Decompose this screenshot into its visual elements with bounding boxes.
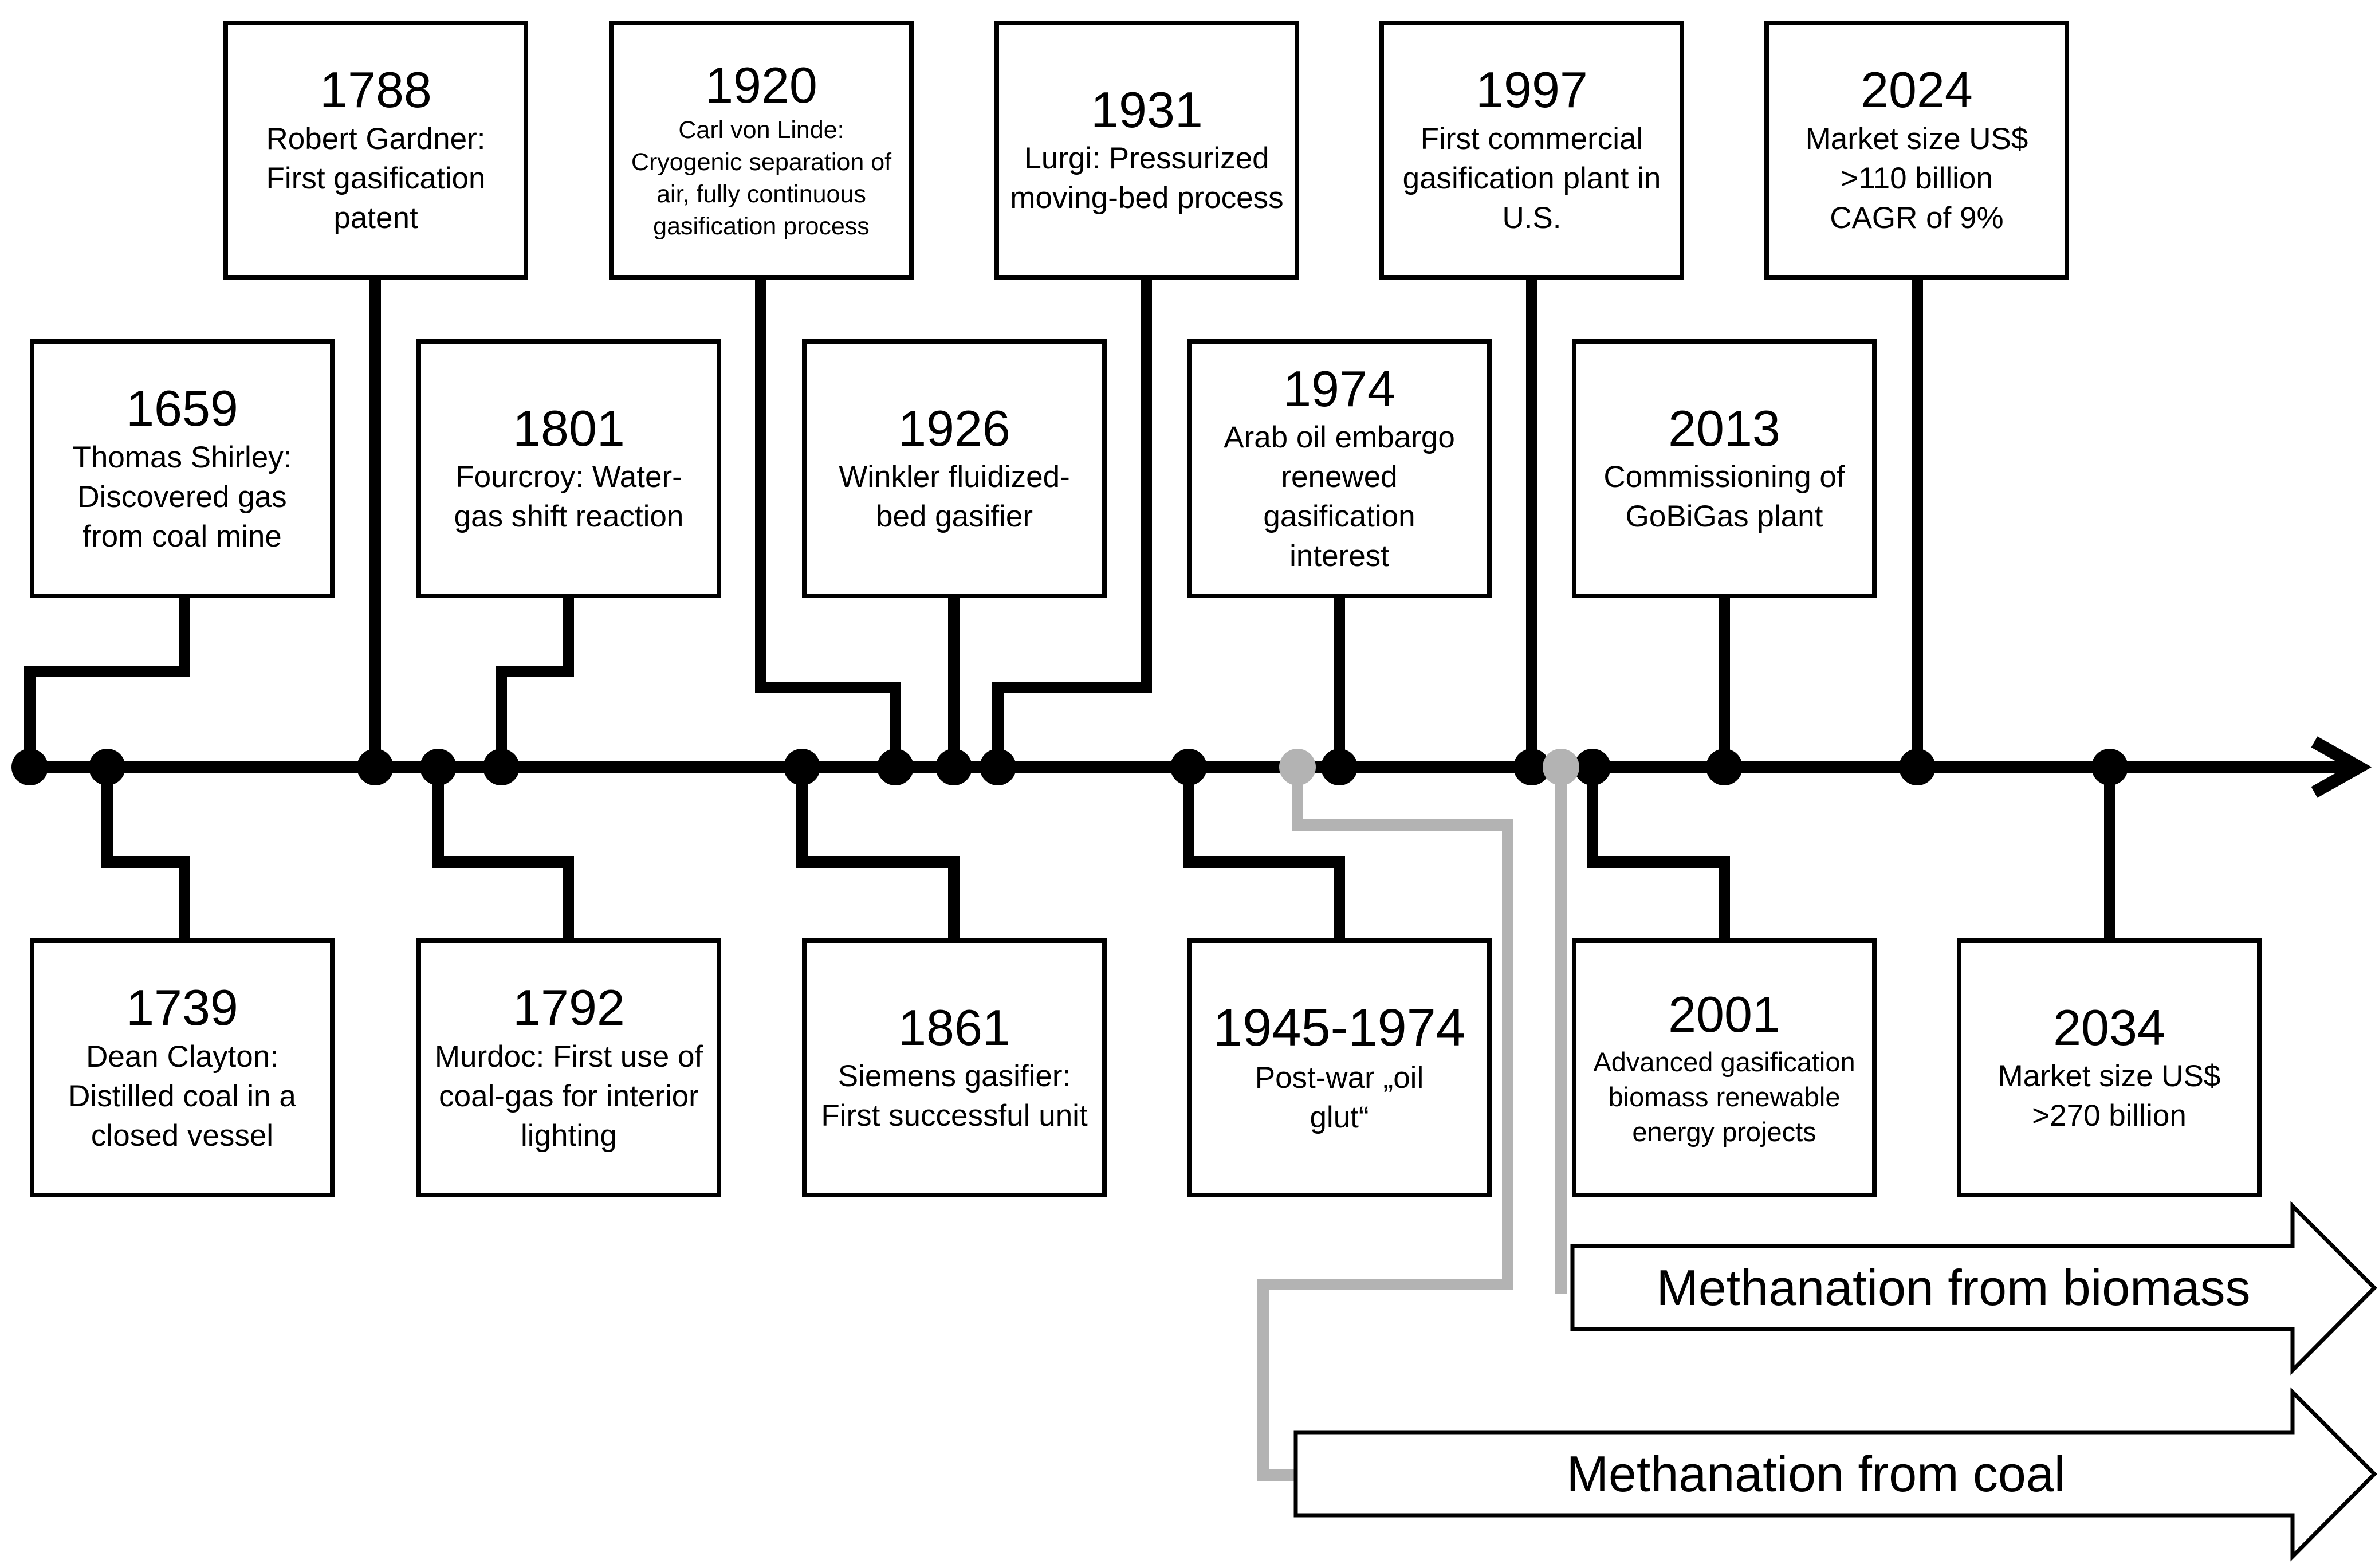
dot-1659 [11, 749, 48, 785]
event-year: 1997 [1476, 61, 1588, 119]
event-2024: 2024 Market size US$ >110 billion CAGR o… [1764, 21, 2069, 280]
event-1788: 1788 Robert Gardner: First gasification … [223, 21, 528, 280]
dot-2024 [1899, 749, 1936, 785]
event-year: 1792 [513, 979, 625, 1036]
event-year: 1861 [898, 999, 1010, 1056]
dot-1792 [420, 749, 457, 785]
event-1974: 1974 Arab oil embargo renewed gasificati… [1187, 339, 1492, 598]
event-description: Siemens gasifier: First successful unit [821, 1059, 1088, 1133]
event-1792: 1792 Murdoc: First use of coal-gas for i… [416, 938, 721, 1197]
event-description: Market size US$ >110 billion CAGR of 9% [1805, 121, 2028, 235]
methanation-dots [1279, 749, 1579, 785]
event-1801: 1801 Fourcroy: Water-gas shift reaction [416, 339, 721, 598]
connector-1920 [755, 278, 901, 767]
event-year: 1659 [126, 380, 238, 437]
event-year: 2001 [1668, 986, 1780, 1043]
dot-1997 [1513, 749, 1550, 785]
connector-2001 [1587, 767, 1730, 938]
dot-1861 [784, 749, 820, 785]
event-description: Fourcroy: Water-gas shift reaction [454, 460, 684, 534]
dot-1926 [935, 749, 972, 785]
event-1945-1974: 1945-1974 Post-war „oil glut“ [1187, 938, 1492, 1197]
dot-1931 [980, 749, 1016, 785]
coal-arrow-label: Methanation from coal [1566, 1445, 2066, 1502]
dot-2013 [1706, 749, 1743, 785]
dot-biomass-start [1543, 749, 1579, 785]
event-year: 2024 [1861, 61, 1973, 119]
event-connectors [24, 277, 2115, 938]
coal-arrow [1293, 1387, 2377, 1562]
event-year: 2013 [1668, 399, 1780, 457]
dot-1974 [1321, 749, 1358, 785]
event-year: 2034 [2053, 999, 2165, 1056]
biomass-arrow-label: Methanation from biomass [1656, 1259, 2251, 1316]
event-description: Robert Gardner: First gasification paten… [266, 121, 486, 235]
event-1931: 1931 Lurgi: Pressurized moving-bed proce… [994, 21, 1299, 280]
event-1997: 1997 First commercial gasification plant… [1379, 21, 1684, 280]
event-year: 1926 [898, 399, 1010, 457]
event-1739: 1739 Dean Clayton: Distilled coal in a c… [30, 938, 335, 1197]
event-year: 1974 [1283, 360, 1395, 417]
event-year: 1739 [126, 979, 238, 1036]
connector-1801 [496, 596, 574, 767]
event-1861: 1861 Siemens gasifier: First successful … [802, 938, 1107, 1197]
dot-1945 [1170, 749, 1207, 785]
dot-1801 [483, 749, 520, 785]
biomass-arrow [1570, 1201, 2377, 1376]
event-year: 1920 [705, 56, 817, 113]
methanation-connectors [1257, 767, 1567, 1481]
event-description: Thomas Shirley: Discovered gas from coal… [72, 440, 292, 553]
event-year: 1801 [513, 399, 625, 457]
connector-1659 [24, 596, 190, 767]
connector-1739 [101, 767, 190, 938]
event-year: 1788 [320, 61, 432, 119]
dot-2001 [1574, 749, 1611, 785]
event-description: Advanced gasification biomass renewable … [1593, 1046, 1855, 1147]
event-description: Lurgi: Pressurized moving-bed process [1010, 142, 1284, 215]
event-description: Carl von Linde: Cryogenic separation of … [631, 116, 892, 241]
event-1920: 1920 Carl von Linde: Cryogenic separatio… [609, 21, 914, 280]
connector-1792 [432, 767, 574, 938]
event-description: Murdoc: First use of coal-gas for interi… [434, 1039, 703, 1153]
coal-connector [1257, 767, 1513, 1481]
dot-1739 [89, 749, 125, 785]
dot-1920 [877, 749, 914, 785]
event-description: Market size US$ >270 billion [1997, 1059, 2221, 1133]
event-1926: 1926 Winkler fluidized-bed gasifier [802, 339, 1107, 598]
timeline-dots [11, 749, 2128, 785]
event-year: 1945-1974 [1213, 998, 1465, 1057]
event-2001: 2001 Advanced gasification biomass renew… [1572, 938, 1877, 1197]
event-2034: 2034 Market size US$ >270 billion [1957, 938, 2262, 1197]
event-description: Dean Clayton: Distilled coal in a closed… [68, 1039, 296, 1153]
event-description: Commissioning of GoBiGas plant [1603, 460, 1845, 534]
event-2013: 2013 Commissioning of GoBiGas plant [1572, 339, 1877, 598]
dot-coal-start [1279, 749, 1316, 785]
connector-1931 [992, 278, 1152, 767]
event-description: Post-war „oil glut“ [1255, 1060, 1424, 1134]
dot-1788 [357, 749, 394, 785]
event-description: Winkler fluidized-bed gasifier [839, 460, 1070, 534]
event-year: 1931 [1091, 81, 1203, 138]
dot-2034 [2091, 749, 2128, 785]
connector-1945 [1183, 767, 1345, 938]
event-1659: 1659 Thomas Shirley: Discovered gas from… [30, 339, 335, 598]
connector-1861 [796, 767, 960, 938]
timeline-arrowhead [2311, 736, 2372, 798]
event-description: Arab oil embargo renewed gasification in… [1224, 421, 1455, 573]
event-description: First commercial gasification plant in U… [1402, 121, 1661, 235]
